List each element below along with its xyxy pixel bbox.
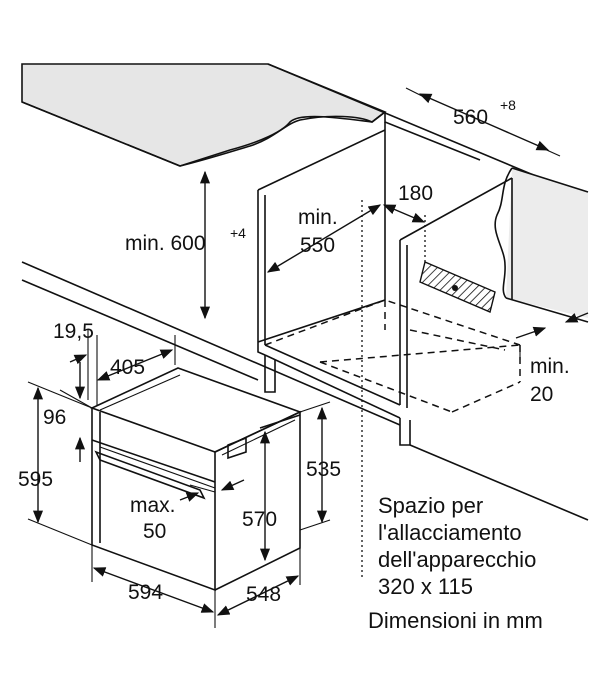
handle-label-2: 50: [143, 520, 166, 543]
oven-height-label: 595: [18, 468, 53, 491]
oven-depth-label: 548: [246, 583, 281, 606]
note-line-5: Dimensioni in mm: [368, 608, 543, 633]
top-height-label: 96: [43, 406, 66, 429]
height-niche-tol: +4: [230, 225, 246, 241]
height-niche-label: min. 600: [125, 232, 206, 255]
dimension-labels: 560 +8 min. 600 +4 min. 550 180 min. 20 …: [18, 97, 570, 606]
floor-line-left: [21, 261, 401, 426]
back-gap-label: 180: [398, 182, 433, 205]
right-wall: [494, 167, 589, 323]
note-line-3: dell'apparecchio: [378, 547, 536, 572]
note-line-4: 320 x 115: [378, 574, 473, 599]
inner-height-label: 570: [242, 508, 277, 531]
front-offset-label: 19,5: [53, 320, 94, 343]
oven: [89, 367, 303, 592]
countertop: [21, 63, 387, 167]
note-line-2: l'allacciamento: [378, 520, 522, 545]
side-gap-label-2: 20: [530, 383, 553, 406]
oven-width-label: 594: [128, 581, 163, 604]
width-niche-tol: +8: [500, 97, 516, 113]
side-gap-label-1: min.: [530, 355, 570, 378]
floor-line-back: [21, 279, 259, 381]
depth-niche-label-1: min.: [298, 206, 338, 229]
cabinet-niche: [257, 122, 521, 580]
top-depth-label: 405: [110, 356, 145, 379]
dimension-lines: [27, 87, 589, 628]
width-niche-label: 560: [453, 106, 488, 129]
note-line-1: Spazio per: [378, 493, 483, 518]
body-height-label: 535: [306, 458, 341, 481]
floor-line-right: [409, 444, 589, 521]
connection-note: Spazio per l'allacciamento dell'apparecc…: [368, 493, 543, 633]
counter-edge-line: [267, 63, 556, 185]
handle-label-1: max.: [130, 494, 176, 517]
depth-niche-label-2: 550: [300, 234, 335, 257]
